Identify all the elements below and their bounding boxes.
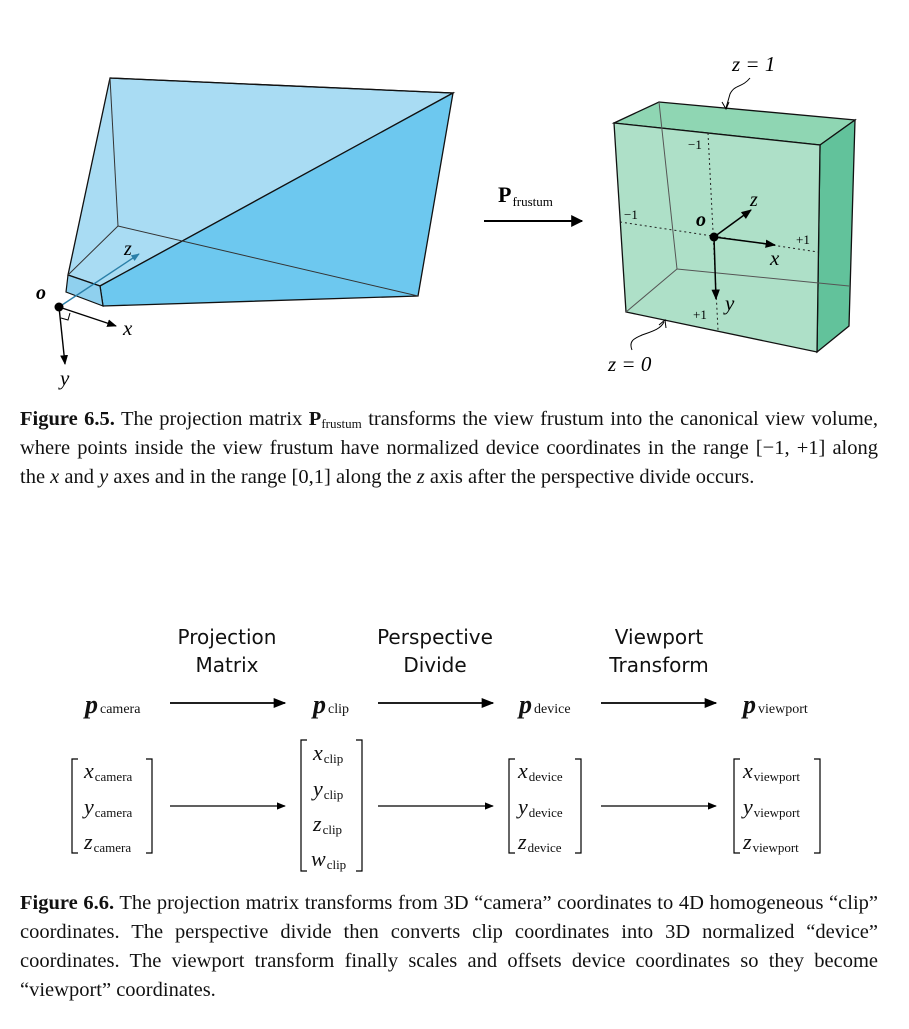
caption-var: x <box>50 466 60 488</box>
z1-leader <box>725 77 751 109</box>
vector-clip: xclip yclip zclip wclip <box>300 739 363 872</box>
frustum-transform-arrow: Pfrustum <box>484 182 584 227</box>
cube-z-arrow <box>713 209 752 238</box>
header-perspective-line1: Perspective <box>377 625 493 649</box>
frustum-hidden-edge <box>117 225 419 297</box>
tick-top: −1 <box>688 137 702 152</box>
vec-entry: xcamera <box>83 758 133 784</box>
right-angle-mark <box>60 312 71 321</box>
caption-text: transforms the view frustum into the can… <box>20 408 879 488</box>
cube-hidden-edge <box>625 268 678 313</box>
caption-var: y <box>99 466 109 488</box>
figure-6-6: Projection Matrix Perspective Divide Vie… <box>71 625 821 872</box>
figure-6-6-caption: Figure 6.6. The projection matrix transf… <box>20 889 878 1005</box>
cube-o-label: o <box>696 209 706 231</box>
bracket-right <box>146 758 153 854</box>
caption-text: The projection matrix transforms from 3D… <box>20 892 878 1001</box>
vec-entry: xviewport <box>742 758 800 784</box>
vec-entry: wclip <box>311 846 346 872</box>
header-perspective-line2: Divide <box>403 653 466 677</box>
tick-left: −1 <box>624 207 638 222</box>
x-label: x <box>122 316 133 340</box>
caption-text: axes and in the range [0,1] along the <box>108 466 417 488</box>
bracket-left <box>300 739 307 872</box>
cube-y-arrow <box>711 236 720 301</box>
cube-x-label: x <box>769 246 780 270</box>
vector-viewport: xviewport yviewport zviewport <box>733 758 821 855</box>
bracket-right <box>356 739 363 872</box>
cube-hidden-edge <box>676 268 850 287</box>
cube-side-face <box>816 118 856 354</box>
figure-6-5: o x y z Pfrustum −1 −1 +1 +1 o x y z z =… <box>36 52 857 390</box>
vector-device: xdevice ydevice zdevice <box>508 758 582 855</box>
bracket-left <box>71 758 78 854</box>
vec-entry: yviewport <box>741 794 800 820</box>
bracket-right <box>575 758 582 854</box>
z-axis-arrow <box>58 253 140 308</box>
caption-text: and <box>59 466 100 488</box>
origin-point <box>54 302 64 312</box>
p-frustum: Pfrustum <box>308 408 362 431</box>
canonical-view-volume: −1 −1 +1 +1 o x y z z = 1 z = 0 <box>607 52 857 376</box>
bracket-right <box>814 758 821 854</box>
vec-entry: yclip <box>311 776 343 802</box>
z-label: z <box>123 238 132 260</box>
header-viewport-line1: Viewport <box>615 625 704 649</box>
caption-var: z <box>416 466 425 488</box>
vec-entry: zcamera <box>83 829 131 855</box>
cube-hidden-edge <box>658 101 678 270</box>
figure-6-6-label: Figure 6.6. <box>20 892 115 914</box>
y-label: y <box>58 366 70 390</box>
z-equals-0-label: z = 0 <box>607 352 652 376</box>
x-axis-arrow <box>58 306 117 327</box>
y-axis-arrow <box>58 306 68 365</box>
caption-text: The projection matrix <box>114 408 309 430</box>
cube-origin-point <box>709 232 719 242</box>
vec-entry: xclip <box>312 740 343 766</box>
caption-text: axis after the perspective divide occurs… <box>424 466 755 488</box>
vec-entry: zviewport <box>742 829 799 855</box>
header-projection-line2: Matrix <box>196 653 259 677</box>
p-frustum-label: Pfrustum <box>498 182 553 209</box>
vec-entry: ydevice <box>516 794 563 820</box>
header-viewport-line2: Transform <box>608 653 708 677</box>
frustum-top-edge <box>109 77 454 94</box>
vec-entry: zclip <box>312 811 342 837</box>
cube-x-arrow <box>713 236 777 248</box>
figure-6-5-caption: Figure 6.5. The projection matrix Pfrust… <box>20 405 878 492</box>
view-frustum <box>65 77 456 307</box>
vec-entry: zdevice <box>517 829 562 855</box>
vec-entry: ycamera <box>82 794 133 820</box>
origin-label: o <box>36 282 46 304</box>
z0-leader <box>630 321 665 351</box>
bracket-left <box>733 758 740 854</box>
z1-leader-head <box>721 101 730 111</box>
cube-y-label: y <box>723 291 735 315</box>
cube-z-label: z <box>749 189 758 211</box>
z0-leader-head <box>658 319 667 329</box>
frustum-hidden-edge <box>67 225 119 276</box>
vector-camera: xcamera ycamera zcamera <box>71 758 153 855</box>
tick-bottom: +1 <box>693 307 707 322</box>
figure-6-5-label: Figure 6.5. <box>20 408 115 430</box>
camera-axes: o x y z <box>36 238 140 390</box>
header-projection-line1: Projection <box>178 625 277 649</box>
vec-entry: xdevice <box>517 758 563 784</box>
bracket-left <box>508 758 515 854</box>
frustum-hidden-edge <box>109 77 119 227</box>
pipeline-headers: Projection Matrix Perspective Divide Vie… <box>178 625 709 677</box>
tick-right: +1 <box>796 232 810 247</box>
z-equals-1-label: z = 1 <box>731 52 775 76</box>
